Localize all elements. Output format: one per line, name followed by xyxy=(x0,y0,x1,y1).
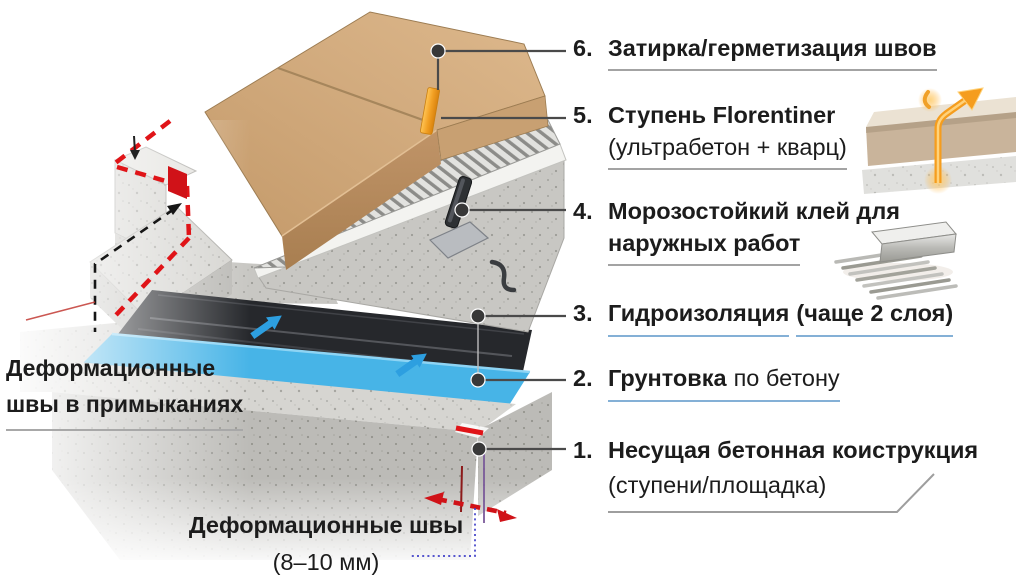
callout-6-grout: 6. Затирка/герметизация швов xyxy=(573,32,937,71)
leader-lines xyxy=(436,49,566,451)
label-line1: Деформационные xyxy=(6,355,216,381)
callout-1-concrete-structure: 1. Несущая бетонная коиструкция (ступени/… xyxy=(573,434,978,501)
leader-dots xyxy=(430,43,487,457)
joint-pin-marker xyxy=(130,135,140,160)
callout-subtext: наружных работ xyxy=(608,227,801,266)
callout-text: Ступень Florentiner xyxy=(608,102,836,128)
callout-number: 1. xyxy=(573,437,593,463)
joint-filler-red xyxy=(168,166,187,199)
label-line2: швы в примыканиях xyxy=(6,391,244,417)
expansion-joint-width-arrows-icon xyxy=(436,496,507,516)
callout-text: Несущая бетонная коиструкция xyxy=(608,437,979,463)
callout-text-2: по бетону xyxy=(733,365,840,391)
callout-text: Затирка/герметизация швов xyxy=(608,32,937,71)
callout-4-frost-resistant-adhesive: 4. Морозостойкий клей для наружных работ xyxy=(573,195,900,266)
callout-number: 3. xyxy=(573,300,593,326)
label-line1: Деформационные швы xyxy=(188,512,464,538)
callout-number: 4. xyxy=(573,198,593,224)
callout-3-waterproofing: 3. Гидроизоляция(чаще 2 слоя) xyxy=(573,297,954,337)
callout-text: Грунтовка xyxy=(608,365,727,391)
step-vapor-arrow-icon xyxy=(862,87,1016,194)
callout-text-2: (чаще 2 слоя) xyxy=(796,297,954,337)
joint-sealant xyxy=(420,87,440,135)
base-corner-joint xyxy=(409,425,517,557)
trowel-in-scene xyxy=(428,175,517,293)
label-expansion-joints-width: Деформационные швы (8–10 мм) xyxy=(156,510,496,577)
label-line2: (8–10 мм) xyxy=(272,549,380,575)
callout-number: 5. xyxy=(573,102,593,128)
callout-5-florentiner-step: 5. Ступень Florentiner (ультрабетон + ква… xyxy=(573,99,847,170)
callout1-underline-slash xyxy=(608,473,935,513)
callout-subtext: (ультрабетон + кварц) xyxy=(608,131,847,170)
label-expansion-joints-abutments: Деформационные швы в примыканиях xyxy=(6,350,244,431)
joint-direction-dashed-line xyxy=(25,203,182,332)
notched-trowel-icon xyxy=(834,221,958,300)
callout-text: Гидроизоляция xyxy=(608,297,790,337)
callout-number: 2. xyxy=(573,365,593,391)
callout-text: Морозостойкий клей для xyxy=(608,198,900,224)
callout-number: 6. xyxy=(573,35,593,61)
bottom-label-connector xyxy=(409,508,476,557)
florentiner-step-tiles xyxy=(204,11,549,270)
callout-subtext: (ступени/площадка) xyxy=(608,472,827,498)
